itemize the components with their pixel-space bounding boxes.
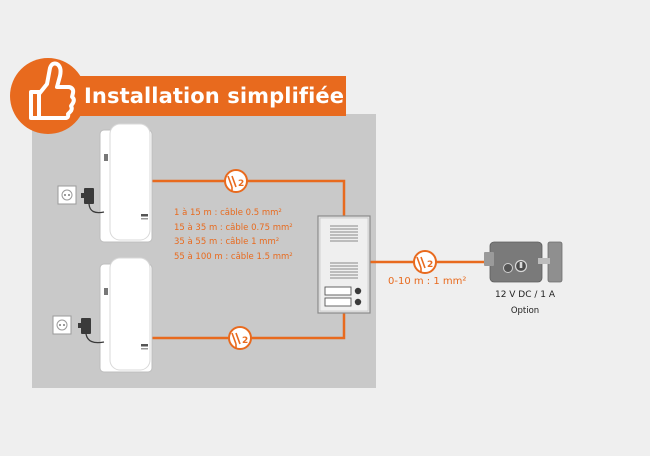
title-banner [40, 76, 346, 116]
electric-lock-icon [484, 241, 563, 283]
door-station [317, 215, 371, 314]
page-title: Installation simplifiée [84, 84, 345, 108]
twisted-pair-icon: 2 [228, 326, 252, 350]
svg-text:2: 2 [242, 336, 248, 346]
cable-spec-item: 15 à 35 m : câble 0.75 mm² [174, 222, 293, 233]
twisted-pair-icon: 2 [413, 250, 437, 274]
twisted-pair-icon: 2 [224, 169, 248, 193]
cable-monitor-1 [150, 179, 346, 217]
svg-text:2: 2 [238, 179, 244, 189]
wall-socket-icon [52, 315, 105, 344]
thumbs-up-icon [29, 61, 76, 120]
cable-spec-item: 55 à 100 m : câble 1.5 mm² [174, 251, 293, 262]
cable-spec-item: 1 à 15 m : câble 0.5 mm² [174, 208, 282, 218]
lock-distance-label: 0-10 m : 1 mm² [388, 276, 467, 287]
svg-text:2: 2 [427, 260, 433, 270]
lock-option-label: Option [510, 306, 540, 316]
power-adapter-icon [57, 185, 105, 214]
monitor-2 [99, 257, 153, 373]
monitor-1 [99, 123, 153, 243]
cable-specs-list: 1 à 15 m : câble 0.5 mm² 15 à 35 m : câb… [174, 206, 293, 264]
cable-monitor-2 [150, 312, 346, 340]
lock-power-label: 12 V DC / 1 A [494, 290, 556, 300]
cable-spec-item: 35 à 55 m : câble 1 mm² [174, 237, 280, 247]
